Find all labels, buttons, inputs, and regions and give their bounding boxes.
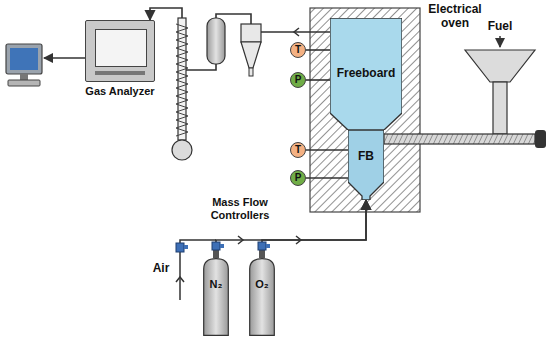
fuel-arrow (499, 36, 501, 47)
mass-flow-controller (184, 245, 188, 249)
coil-winding (176, 64, 188, 72)
cylinder-body (250, 259, 275, 336)
reactor-wall (330, 18, 402, 130)
mass-flow-controller (176, 243, 184, 252)
pressure-sensor: P (290, 170, 306, 186)
coil-winding (176, 40, 188, 48)
connector-group (306, 80, 330, 81)
flow-arrow (294, 28, 299, 36)
fuel-hopper (465, 50, 535, 82)
cylinder-outline (249, 258, 275, 336)
coil-winding (176, 128, 188, 136)
electrical-oven (310, 8, 420, 212)
gas-analyzer: Gas Analyzer (80, 20, 160, 98)
cylinder-valve (213, 250, 219, 258)
air-label: Air (146, 262, 176, 276)
coil-winding (176, 88, 188, 96)
connector (262, 200, 366, 258)
gas-cylinder: N₂ (203, 258, 229, 336)
mass-flow-controller (266, 244, 270, 248)
hopper-neck (493, 82, 507, 134)
coil-winding (176, 120, 188, 128)
monitor (6, 44, 42, 74)
coil-winding (176, 80, 188, 88)
coil-winding (176, 56, 188, 64)
connector-group (262, 200, 366, 258)
pressure-sensor: P (290, 72, 306, 88)
connector (306, 177, 348, 179)
gas-cylinder: O₂ (249, 258, 275, 336)
node-label: Freeboard (337, 67, 396, 81)
mfc-label: Mass Flow Controllers (196, 196, 284, 221)
coil-winding (176, 32, 188, 40)
data-cable (44, 57, 85, 59)
cylinder-valve (259, 250, 265, 258)
node-label: T (295, 143, 301, 157)
mass-flow-controller (220, 244, 224, 248)
filter-vessel (207, 18, 225, 64)
temperature-sensor: T (290, 142, 306, 158)
connector (306, 79, 330, 81)
connector-group (306, 150, 348, 151)
node-label: T (295, 43, 301, 57)
coil-winding (176, 96, 188, 104)
freeboard-zone: Freeboard (330, 18, 402, 130)
cylinder-body (204, 259, 229, 336)
connector (150, 8, 330, 70)
node-label: Gas Analyzer (85, 85, 154, 98)
fuel-label: Fuel (480, 20, 520, 34)
monitor-screen (10, 48, 38, 70)
node-label: N₂ (210, 278, 223, 291)
coil-winding (176, 72, 188, 80)
mass-flow-controller (258, 242, 266, 250)
connector-group (306, 178, 348, 179)
coil-winding (176, 104, 188, 112)
flow-arrow (296, 236, 301, 244)
node-label: O₂ (255, 278, 268, 291)
reactor-wall (348, 130, 384, 200)
cyclone-outlet (249, 68, 253, 76)
flow-arrow (176, 277, 184, 282)
cylinder-outline (203, 258, 229, 336)
connector-group (150, 8, 330, 70)
coil-winding (176, 112, 188, 120)
temperature-sensor: T (290, 42, 306, 58)
coil-winding (176, 24, 188, 32)
connector (306, 149, 348, 151)
connector-group (306, 50, 330, 51)
connector (306, 49, 330, 51)
cyclone-body (241, 24, 261, 42)
mass-flow-controller (212, 242, 220, 250)
node-label: P (295, 73, 302, 87)
cyclone-cone (241, 42, 261, 68)
oven-label: Electrical oven (422, 3, 488, 31)
condenser-coil (176, 24, 188, 136)
node-label: P (295, 171, 302, 185)
node-label: FB (358, 150, 374, 164)
monitor-stand (20, 74, 28, 80)
analyzer-display (95, 29, 147, 67)
keyboard (8, 80, 40, 86)
analyzer-panel (95, 71, 145, 75)
condensate-flask (172, 140, 192, 160)
flow-arrow (238, 236, 243, 244)
reactor-outline (348, 130, 384, 200)
screw-motor (535, 130, 546, 148)
screw-feeder (384, 134, 535, 144)
coil-winding (176, 48, 188, 56)
analyzer-box (85, 20, 155, 82)
fluidized-bed-zone: FB (348, 130, 384, 200)
